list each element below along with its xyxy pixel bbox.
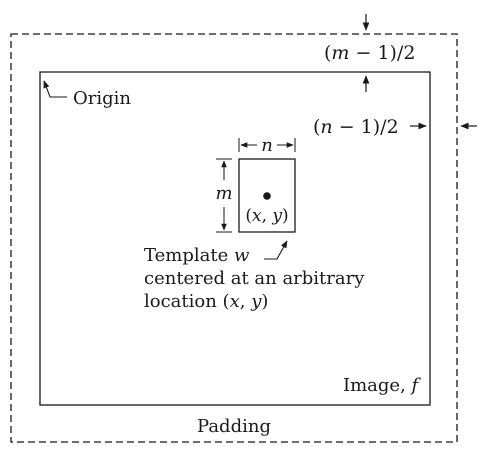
n-label: n: [261, 135, 273, 156]
origin-label: Origin: [73, 88, 131, 109]
n-half-label: (n − 1)/2: [313, 116, 399, 138]
padding-label: Padding: [197, 416, 271, 437]
padding-border: [10, 33, 458, 443]
m-half-label: (m − 1)/2: [324, 42, 415, 64]
template-box: [238, 158, 296, 233]
center-point-label: (x, y): [245, 206, 288, 226]
template-leader: [264, 240, 288, 260]
image-label: Image, f: [343, 375, 422, 396]
m-label: m: [215, 183, 232, 204]
image-border: [39, 71, 431, 406]
template-label-line1: Template w: [144, 245, 250, 266]
origin-leader: [43, 80, 67, 98]
center-dot: [263, 192, 271, 200]
template-label-line3: location (x, y): [144, 291, 268, 312]
template-label-line2: centered at an arbitrary: [144, 268, 365, 289]
